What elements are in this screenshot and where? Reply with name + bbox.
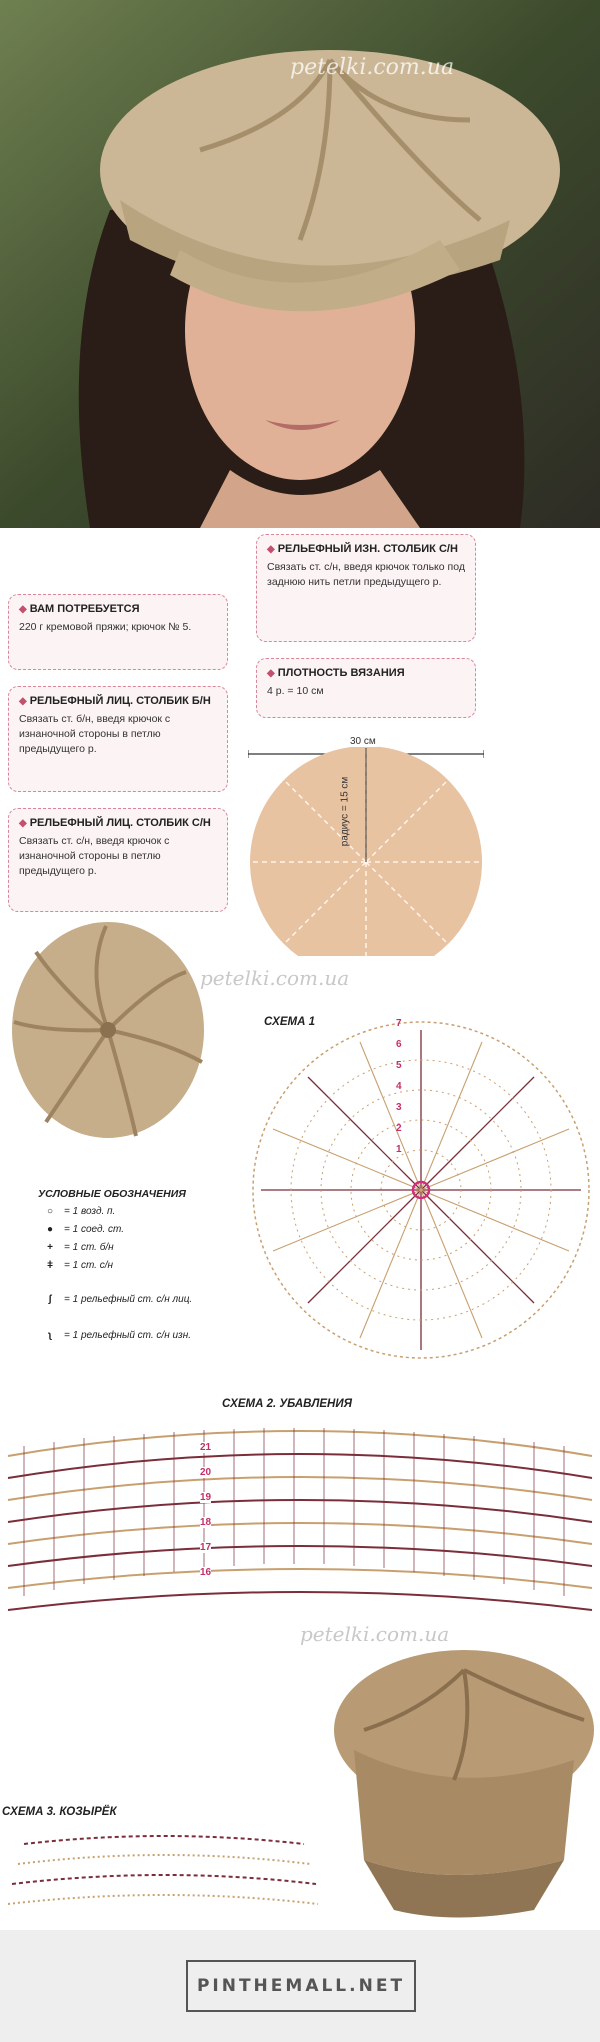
materials-card: ◆ВАМ ПОТРЕБУЕТСЯ 220 г кремовой пряжи; к… [8, 594, 228, 670]
bullet-icon: ◆ [267, 668, 275, 679]
bullet-icon: ◆ [19, 604, 27, 615]
brand-logo[interactable]: PINTHEMALL.NET [186, 1960, 416, 2012]
brand-text: PINTHEMALL.NET [196, 1976, 406, 1996]
watermark: petelki.com.ua [300, 1622, 450, 1646]
row-number: 6 [396, 1039, 402, 1050]
legend-label: = 1 ст. б/н [64, 1242, 114, 1253]
legend-item: + = 1 ст. б/н [40, 1242, 114, 1253]
hat-side-photo [304, 1640, 598, 1920]
crown-photo [6, 912, 210, 1148]
card-text: Связать ст. с/н, введя крючок с изнаночн… [19, 834, 170, 878]
card-title: РЕЛЬЕФНЫЙ ЛИЦ. СТОЛБИК С/Н [29, 817, 211, 829]
schema2-row-numbers: 21 20 19 18 17 16 [200, 1442, 212, 1578]
card-title: ВАМ ПОТРЕБУЕТСЯ [29, 603, 140, 615]
row-number: 2 [396, 1123, 402, 1134]
schema2-title: СХЕМА 2. УБАВЛЕНИЯ [222, 1398, 352, 1410]
legend-label: = 1 соед. ст. [64, 1224, 125, 1235]
watermark: petelki.com.ua [290, 55, 455, 80]
row-number: 16 [200, 1567, 212, 1578]
schema1-diagram: 7 6 5 4 3 2 1 [246, 1000, 596, 1380]
row-number: 1 [396, 1144, 402, 1155]
schema2-diagram: 21 20 19 18 17 16 [4, 1386, 596, 1626]
row-number: 17 [200, 1542, 212, 1553]
slip-stitch-icon: ● [46, 1224, 54, 1235]
legend-label: = 1 возд. п. [64, 1206, 116, 1217]
circle-radius-label: радиус = 15 см [339, 776, 351, 847]
card-text: Связать ст. б/н, введя крючок с изнаночн… [19, 712, 171, 756]
schema1-row-numbers: 7 6 5 4 3 2 1 [396, 1018, 402, 1155]
bullet-icon: ◆ [19, 818, 27, 829]
bullet-icon: ◆ [267, 544, 275, 555]
footer-banner: PINTHEMALL.NET [0, 1930, 600, 2042]
chain-icon: ○ [46, 1206, 54, 1217]
single-crochet-icon: + [47, 1242, 53, 1253]
legend-item: ǂ = 1 ст. с/н [40, 1260, 113, 1271]
legend-item: ○ = 1 возд. п. [40, 1206, 115, 1217]
watermark: petelki.com.ua [200, 966, 350, 990]
schema3-title: СХЕМА 3. КОЗЫРЁК [2, 1806, 117, 1818]
row-number: 7 [396, 1018, 402, 1029]
circle-width-label: 30 см [348, 736, 378, 747]
legend-item: ʃ = 1 рельефный ст. с/н лиц. [40, 1294, 192, 1305]
schema1-title: СХЕМА 1 [264, 1016, 315, 1028]
card-text: 220 г кремовой пряжи; крючок № 5. [19, 620, 192, 633]
row-number: 20 [200, 1467, 212, 1478]
pattern-circle-diagram: 30 см радиус = 15 см [247, 736, 485, 978]
card-text: Связать ст. с/н, введя крючок только под… [267, 560, 465, 588]
front-post-icon: ʃ [48, 1294, 52, 1305]
row-number: 19 [200, 1492, 212, 1503]
card-title: ПЛОТНОСТЬ ВЯЗАНИЯ [277, 667, 405, 679]
row-number: 4 [396, 1081, 402, 1092]
hero-photo: petelki.com.ua [0, 0, 600, 528]
legend-title: УСЛОВНЫЕ ОБОЗНАЧЕНИЯ [38, 1188, 186, 1200]
front-dc-card: ◆РЕЛЬЕФНЫЙ ЛИЦ. СТОЛБИК С/Н Связать ст. … [8, 808, 228, 912]
row-number: 3 [396, 1102, 402, 1113]
card-title: РЕЛЬЕФНЫЙ ИЗН. СТОЛБИК С/Н [277, 543, 458, 555]
schema3-diagram [4, 1824, 320, 1920]
gauge-card: ◆ПЛОТНОСТЬ ВЯЗАНИЯ 4 р. = 10 см [256, 658, 476, 718]
back-dc-card: ◆РЕЛЬЕФНЫЙ ИЗН. СТОЛБИК С/Н Связать ст. … [256, 534, 476, 642]
double-crochet-icon: ǂ [47, 1260, 53, 1271]
legend-label: = 1 ст. с/н [64, 1260, 114, 1271]
legend-item: ● = 1 соед. ст. [40, 1224, 124, 1235]
card-title: РЕЛЬЕФНЫЙ ЛИЦ. СТОЛБИК Б/Н [29, 695, 211, 707]
row-number: 5 [396, 1060, 402, 1071]
row-number: 21 [200, 1442, 212, 1453]
front-sc-card: ◆РЕЛЬЕФНЫЙ ЛИЦ. СТОЛБИК Б/Н Связать ст. … [8, 686, 228, 792]
card-text: 4 р. = 10 см [267, 684, 324, 697]
bullet-icon: ◆ [19, 696, 27, 707]
legend-label: = 1 рельефный ст. с/н лиц. [64, 1294, 193, 1305]
row-number: 18 [200, 1517, 212, 1528]
legend-item: ʅ = 1 рельефный ст. с/н изн. [40, 1330, 191, 1341]
legend-label: = 1 рельефный ст. с/н изн. [64, 1330, 191, 1341]
back-post-icon: ʅ [48, 1330, 52, 1341]
